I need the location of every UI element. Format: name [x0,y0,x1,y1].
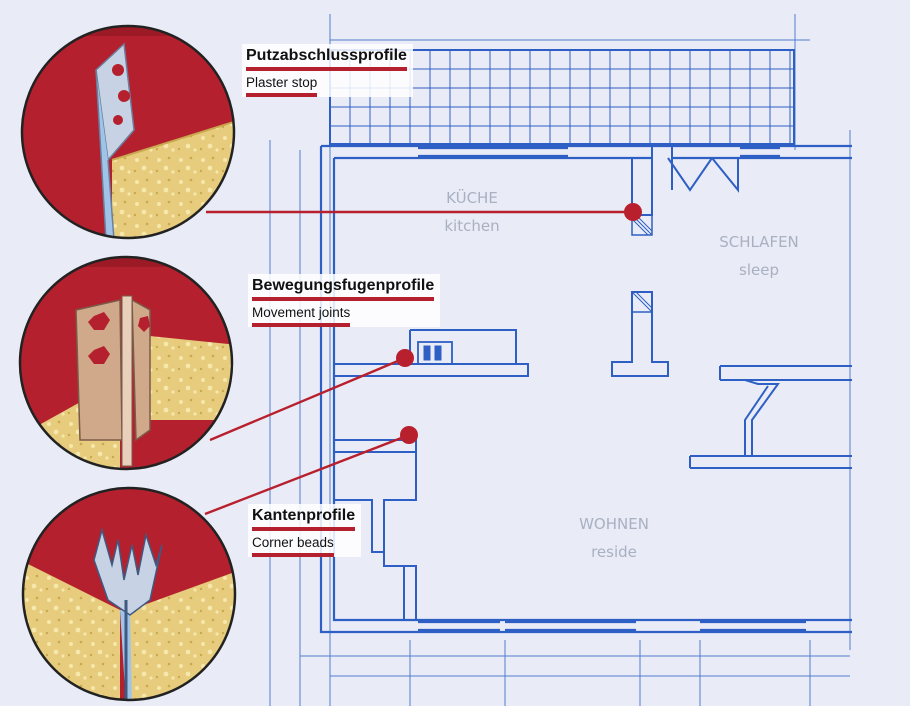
marker-dot-corner-bead [400,426,418,444]
callout-corner-beads-subtitle: Corner beads [252,534,334,557]
floor-plan [269,14,852,706]
room-label-sleep-de: SCHLAFEN [719,233,799,251]
room-label-sleep-en: sleep [739,261,779,279]
room-label-kitchen-en: kitchen [444,217,499,235]
room-label-living-en: reside [591,543,637,561]
callout-movement-joints-subtitle: Movement joints [252,304,351,327]
callout-plaster-stop: Putzabschlussprofile Plaster stop [242,44,413,97]
room-labels: KÜCHE kitchen SCHLAFEN sleep WOHNEN resi… [444,188,798,561]
detail-corner-bead [21,486,237,702]
leader-lines [204,210,633,516]
room-label-living-de: WOHNEN [579,515,649,533]
marker-dot-plaster-stop [624,203,642,221]
stepped-wall [333,439,417,620]
callout-movement-joints: Bewegungsfugenprofile Movement joints [248,274,441,327]
dimension-lines [269,14,851,706]
kitchen-partition [631,146,673,236]
marker-dot-movement-joint [396,349,414,367]
callout-plaster-stop-title: Putzabschlussprofile [246,46,407,71]
outer-walls [319,144,852,634]
room-label-kitchen-de: KÜCHE [446,188,498,207]
callout-plaster-stop-subtitle: Plaster stop [246,74,318,97]
center-column [611,291,669,377]
door-swing [667,157,739,193]
balcony-grid [329,49,795,145]
detail-plaster-stop [20,24,236,240]
callout-movement-joints-title: Bewegungsfugenprofile [252,276,435,301]
right-wall-structure [689,365,852,469]
detail-movement-joint [18,255,234,471]
kitchen-counter [334,329,529,377]
corner-bead-profile [93,527,163,616]
callout-corner-beads-title: Kantenprofile [252,506,356,531]
callout-corner-beads: Kantenprofile Corner beads [248,504,362,557]
